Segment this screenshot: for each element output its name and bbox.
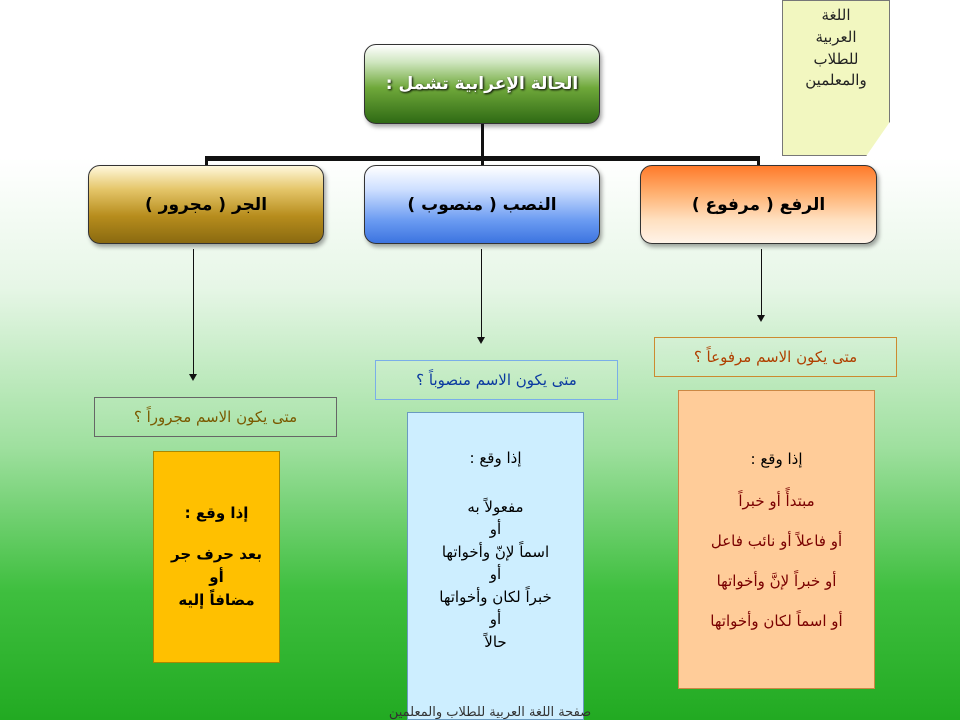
connector-to-nasb (481, 156, 484, 166)
details-nasb-or: أو (489, 565, 502, 583)
connector-to-jar (205, 156, 208, 166)
arrow-head-jar (189, 374, 197, 381)
details-nasb-item: حالاً (484, 632, 507, 651)
details-nasb-or: أو (489, 520, 502, 538)
details-raf-item: أو اسماً لكان وأخواتها (710, 611, 843, 630)
question-raf-text: متى يكون الاسم مرفوعاً ؟ (693, 348, 858, 366)
details-nasb: إذا وقع : مفعولاً به أو اسماً لإنّ وأخوا… (407, 412, 584, 720)
arrow-line-nasb (481, 249, 482, 337)
details-raf-item: أو خبراً لإنَّ وأخواتها (716, 571, 837, 590)
arrow-head-nasb (477, 337, 485, 344)
question-nasb-text: متى يكون الاسم منصوباً ؟ (416, 371, 577, 389)
details-nasb-or: أو (489, 610, 502, 628)
case-raf: الرفع ( مرفوع ) (640, 165, 877, 244)
root-label: الحالة الإعرابية تشمل : (385, 74, 579, 94)
arrow-line-jar (193, 249, 194, 375)
details-jar-or: أو (209, 568, 224, 586)
case-nasb: النصب ( منصوب ) (364, 165, 600, 244)
details-nasb-item: مفعولاً به (467, 497, 524, 516)
connector-to-raf (757, 156, 760, 166)
case-jar: الجر ( مجرور ) (88, 165, 324, 244)
details-nasb-heading: إذا وقع : (469, 449, 522, 467)
question-jar: متى يكون الاسم مجروراً ؟ (94, 397, 337, 437)
question-jar-text: متى يكون الاسم مجروراً ؟ (133, 408, 298, 426)
question-raf: متى يكون الاسم مرفوعاً ؟ (654, 337, 897, 377)
details-jar: إذا وقع : بعد حرف جر أو مضافاً إليه (153, 451, 280, 663)
details-raf-item: مبتدأً أو خبراً (738, 491, 815, 510)
case-jar-title: الجر ( مجرور ) (144, 194, 268, 215)
note-line: والمعلمين (805, 71, 867, 90)
details-jar-heading: إذا وقع : (184, 503, 249, 522)
details-raf-heading: إذا وقع : (750, 449, 803, 468)
footer-text: صفحة اللغة العربية للطلاب والمعلمين (388, 705, 592, 720)
arrow-head-raf (757, 315, 765, 322)
case-nasb-title: النصب ( منصوب ) (407, 194, 557, 215)
connector-root-vertical (481, 124, 484, 158)
details-nasb-item: اسماً لإنّ وأخواتها (441, 542, 550, 561)
case-raf-title: الرفع ( مرفوع ) (691, 194, 826, 215)
details-jar-item: بعد حرف جر (171, 544, 262, 563)
details-jar-item: مضافاً إليه (178, 591, 255, 610)
details-raf: إذا وقع : مبتدأً أو خبراً أو فاعلاً أو ن… (678, 390, 875, 689)
root-node: الحالة الإعرابية تشمل : (364, 44, 600, 124)
footer-caption: صفحة اللغة العربية للطلاب والمعلمين (360, 705, 620, 720)
details-nasb-item: خبراً لكان وأخواتها (439, 587, 552, 606)
arrow-line-raf (761, 249, 762, 315)
site-note: اللغة العربية للطلاب والمعلمين (782, 0, 890, 156)
details-raf-item: أو فاعلاً أو نائب فاعل (710, 531, 843, 550)
note-line: العربية (815, 27, 857, 46)
note-line: اللغة (821, 6, 851, 24)
question-nasb: متى يكون الاسم منصوباً ؟ (375, 360, 618, 400)
note-line: للطلاب (813, 49, 859, 68)
